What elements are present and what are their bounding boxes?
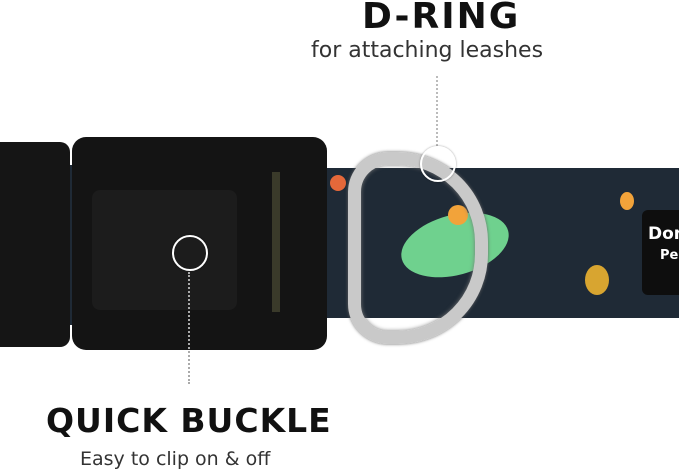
pattern-dot: [585, 265, 609, 295]
d-ring-marker: [420, 146, 456, 182]
buckle-marker: [172, 235, 208, 271]
buckle-face: [92, 190, 237, 310]
d-ring-subtitle: for attaching leashes: [311, 38, 544, 63]
quick-buckle-subtitle: Easy to clip on & off: [80, 448, 271, 470]
d-ring-title: D-RING: [362, 0, 521, 37]
pattern-dot: [330, 175, 346, 191]
pattern-dot: [620, 192, 634, 210]
d-ring-pointer-line: [436, 76, 438, 146]
quick-buckle-title: QUICK BUCKLE: [46, 401, 332, 440]
buckle-slot: [272, 172, 280, 312]
buckle-pointer-line: [188, 272, 190, 384]
brand-logo-tag: DomPe: [642, 210, 679, 295]
buckle-female-part: [0, 142, 70, 347]
